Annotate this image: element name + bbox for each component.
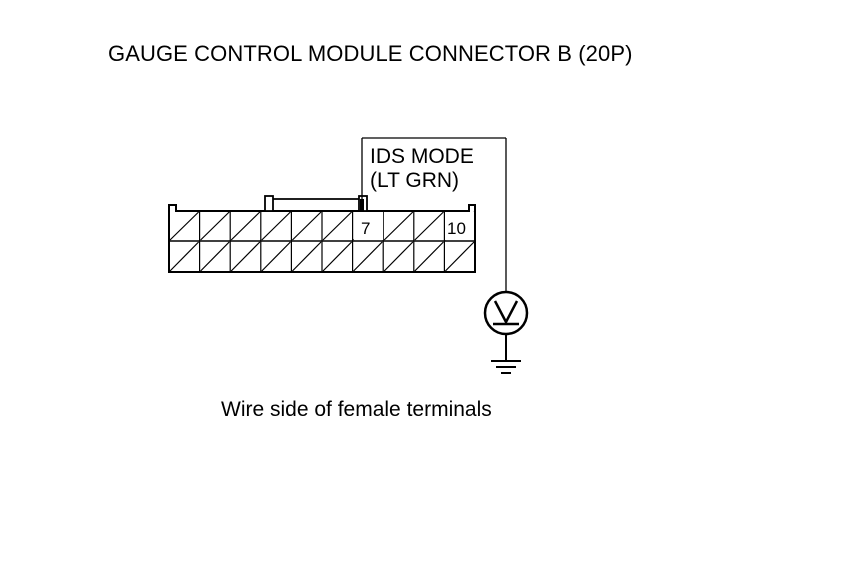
wire-label-line1: IDS MODE (370, 145, 474, 168)
cavity-hatch (230, 241, 261, 272)
terminal-7-label: 7 (361, 219, 370, 238)
terminal-10-cavity (445, 212, 474, 240)
diagram-title: GAUGE CONTROL MODULE CONNECTOR B (20P) (108, 41, 633, 66)
cavity-hatch (353, 241, 383, 272)
cavity-hatch (322, 211, 353, 241)
cavity-hatch (169, 211, 200, 241)
probe-tip (360, 199, 364, 212)
cavity-hatch (261, 241, 291, 272)
cavity-hatch (230, 211, 261, 241)
connector-view-caption: Wire side of female terminals (221, 398, 492, 421)
cavity-hatch (414, 241, 444, 272)
terminal-10-label: 10 (447, 219, 466, 238)
terminal-7-cavity (354, 212, 383, 240)
wire-label-line2: (LT GRN) (370, 169, 459, 192)
cavity-hatch (169, 241, 200, 272)
cavity-hatch (383, 211, 414, 241)
cavity-hatch (414, 211, 444, 241)
cavity-hatch (261, 211, 291, 241)
cavity-hatch (291, 241, 322, 272)
cavity-hatch (444, 241, 475, 272)
cavity-hatch (383, 241, 414, 272)
terminal-cavities (169, 211, 475, 272)
cavity-hatch (291, 211, 322, 241)
cavity-hatch (322, 241, 353, 272)
locking-tab (264, 195, 368, 212)
cavity-hatch (200, 241, 230, 272)
cavity-hatch (200, 211, 230, 241)
ground-icon (491, 334, 521, 374)
voltmeter-icon (483, 290, 529, 336)
